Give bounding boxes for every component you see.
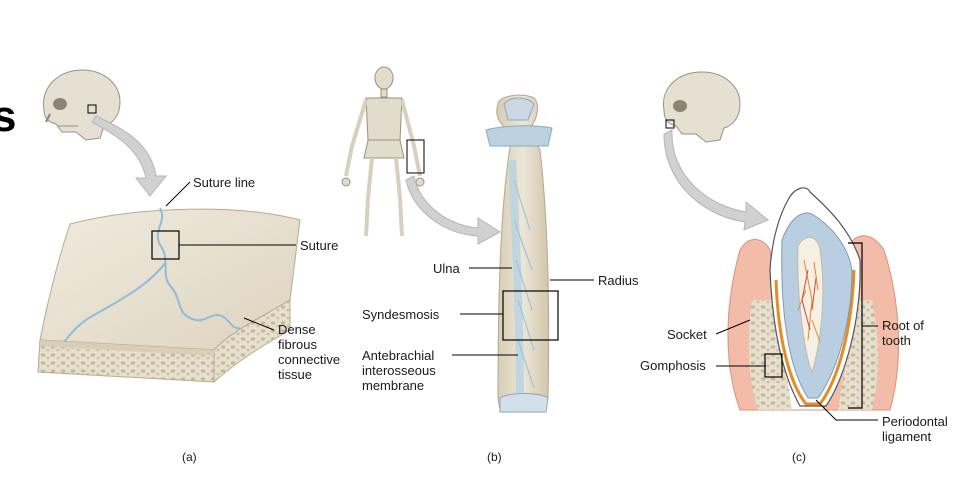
caption-b: (b) (487, 450, 502, 464)
tooth-section (727, 187, 900, 411)
label-dense-2: fibrous (278, 337, 318, 352)
label-dense-3: connective (278, 352, 341, 367)
zoom-arrow-c (663, 129, 769, 231)
label-root-2: tooth (882, 333, 911, 348)
label-perio-2: ligament (882, 429, 932, 444)
label-socket: Socket (667, 327, 707, 342)
panel-c (662, 71, 900, 421)
skull-icon-c (662, 71, 741, 143)
label-dense-1: Dense (278, 322, 316, 337)
label-membrane-1: Antebrachial (362, 348, 435, 363)
caption-a: (a) (182, 450, 197, 464)
label-membrane-3: membrane (362, 378, 425, 393)
label-radius: Radius (598, 273, 639, 288)
suture-line-path (156, 207, 241, 330)
panel-a (37, 69, 301, 384)
label-suture-line: Suture line (193, 175, 256, 190)
forearm-bones (485, 94, 553, 413)
zoom-arrow-b (405, 175, 501, 245)
label-membrane-2: interosseous (362, 363, 436, 378)
label-suture: Suture (300, 238, 339, 253)
bone-plate (37, 207, 301, 384)
panel-b (341, 66, 594, 413)
edge-glyph: s (0, 92, 17, 141)
label-dense-4: tissue (278, 367, 312, 382)
caption-c: (c) (792, 450, 806, 464)
label-gomphosis: Gomphosis (640, 358, 706, 373)
label-syndesmosis: Syndesmosis (362, 307, 440, 322)
skeleton-icon (341, 66, 425, 237)
label-ulna: Ulna (433, 261, 460, 276)
syndesmosis-box (502, 290, 559, 341)
zoom-arrow-a (91, 115, 168, 197)
label-perio-1: Periodontal (882, 414, 948, 429)
label-root-1: Root of (882, 318, 924, 333)
